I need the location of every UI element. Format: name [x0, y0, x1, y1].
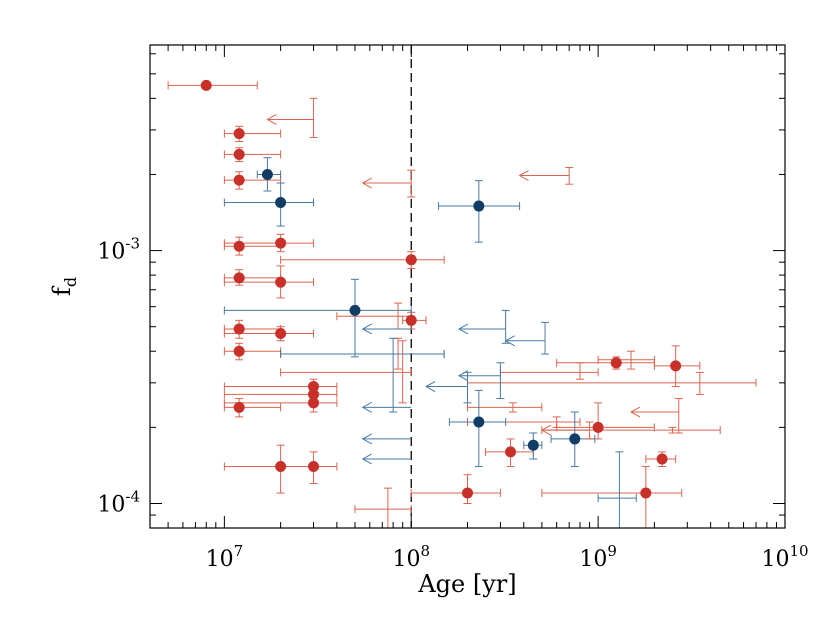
red-data-point	[462, 487, 473, 499]
blue-upper-limit-arrow-head	[504, 335, 515, 347]
red-data-point	[405, 254, 417, 266]
x-tick-label: 109	[579, 542, 617, 572]
red-data-point	[275, 461, 287, 473]
red-data-point	[200, 79, 212, 91]
x-tick-label: 108	[392, 542, 430, 572]
red-data-point	[405, 314, 417, 326]
red-upper-limit-arrow-head	[540, 424, 552, 436]
red-data-point	[233, 401, 245, 413]
red-data-point	[592, 421, 604, 433]
blue-upper-limit-arrow-head	[457, 370, 469, 382]
blue-data-point	[261, 168, 273, 180]
red-data-point	[233, 128, 245, 140]
blue-upper-limit-arrow-head	[425, 381, 436, 392]
plot-frame	[149, 44, 786, 529]
blue-upper-limit-arrow-head	[361, 401, 372, 413]
x-tick-label: 1010	[761, 542, 808, 572]
blue-upper-limit-arrow-head	[361, 453, 372, 465]
error-bars	[167, 81, 757, 529]
red-upper-limit-arrow-head	[630, 406, 641, 418]
y-tick-label: 10-3	[97, 235, 140, 265]
red-data-point	[640, 487, 652, 499]
red-data-point	[308, 461, 320, 473]
red-data-point	[233, 345, 245, 357]
red-data-point	[233, 240, 245, 252]
red-data-point	[505, 446, 517, 458]
red-data-point	[610, 357, 622, 369]
red-data-point	[233, 174, 245, 186]
x-axis-label: Age [yr]	[417, 570, 516, 598]
blue-data-point	[275, 196, 287, 208]
red-data-point	[275, 276, 287, 288]
red-upper-limit-arrow-head	[361, 177, 372, 189]
y-tick-label: 10-4	[97, 487, 140, 517]
red-data-point	[308, 388, 320, 400]
red-data-point	[275, 328, 287, 340]
blue-data-point	[473, 416, 485, 428]
red-upper-limit-arrow-head	[518, 170, 529, 181]
x-tick-label: 107	[206, 542, 244, 572]
red-data-point	[308, 397, 320, 409]
y-axis-label-sub: d	[61, 277, 80, 287]
tick-labels: 107 108 109 1010 10-3 10-4	[97, 235, 808, 572]
red-data-point	[233, 323, 245, 335]
red-data-point	[233, 148, 245, 160]
y-axis-label-main: f	[48, 285, 76, 296]
axis-ticks	[149, 45, 786, 529]
upper-limit-arrows	[266, 114, 679, 465]
y-axis-label: fd	[48, 277, 80, 296]
blue-upper-limit-arrow-head	[361, 433, 372, 445]
blue-data-point	[527, 439, 539, 451]
red-data-point	[670, 360, 682, 372]
blue-upper-limit-arrow-head	[361, 323, 372, 335]
blue-upper-limit-arrow-head	[457, 323, 469, 335]
red-data-point	[275, 237, 287, 249]
blue-data-point	[349, 304, 361, 316]
red-data-point	[233, 272, 245, 284]
blue-data-point	[473, 200, 485, 212]
blue-data-point	[569, 433, 581, 445]
red-upper-limit-arrow-head	[266, 114, 277, 125]
red-data-point	[656, 453, 668, 465]
data-points	[200, 79, 682, 499]
red-data-point	[308, 381, 320, 393]
